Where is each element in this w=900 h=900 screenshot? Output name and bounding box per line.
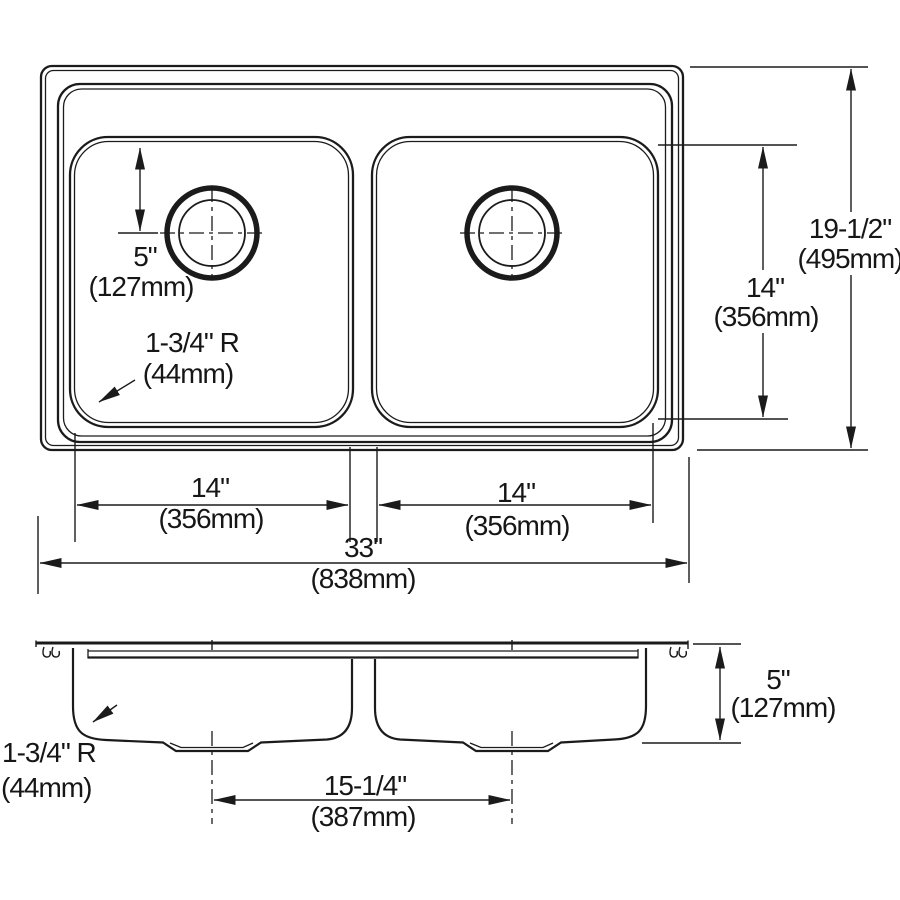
- radius-label-mm: (44mm): [143, 358, 233, 389]
- left-drain-icon: [160, 185, 264, 281]
- dim-overall-depth: 19-1/2" (495mm): [690, 66, 900, 451]
- leader-arrow: [98, 379, 136, 403]
- right-bowl-profile: [373, 648, 648, 753]
- dim-label-mm: (495mm): [797, 243, 900, 274]
- dim-label-in: 14": [497, 477, 535, 508]
- dim-label-mm: (838mm): [310, 563, 415, 594]
- deck-inner-edge: [56, 82, 674, 444]
- callout-bowl-corner-radius: 1-3/4" R (44mm): [98, 327, 240, 403]
- top-view: 5" (127mm) 1-3/4" R (44mm) 14" (356mm) 1…: [37, 64, 900, 594]
- side-view: 15-1/4" (387mm) 5" (127mm) 1-3/4" R (44m…: [1, 640, 837, 832]
- dim-drain-center-spacing: 15-1/4" (387mm): [213, 770, 511, 832]
- right-bowl-inner-line: [375, 140, 655, 424]
- radius-label-mm: (44mm): [1, 772, 91, 803]
- dim-faucet-offset: 5" (127mm): [88, 147, 195, 302]
- right-drain-recess-inner-line: [469, 742, 554, 749]
- mount-clip-icon: [42, 646, 52, 658]
- dim-bowl-depth: 5" (127mm): [642, 643, 837, 744]
- left-drain-recess-inner-line: [169, 742, 254, 749]
- mount-clip-icon: [669, 646, 679, 658]
- outer-rim-edge-inner-line: [44, 69, 680, 447]
- left-bowl-outline: [68, 135, 355, 429]
- dim-label-mm: (356mm): [713, 301, 818, 332]
- callout-bottom-corner-radius: 1-3/4" R (44mm): [1, 704, 118, 803]
- outer-rim-edge: [39, 64, 685, 452]
- right-drain-icon: [460, 185, 564, 281]
- dim-label-mm: (356mm): [464, 510, 569, 541]
- dim-label-in: 5": [133, 241, 157, 272]
- right-bowl-outline: [370, 135, 660, 429]
- dim-label-mm: (127mm): [88, 271, 193, 302]
- dim-label-mm: (127mm): [730, 692, 835, 723]
- dim-label-in: 5": [766, 664, 790, 695]
- radius-label-in: 1-3/4" R: [145, 327, 239, 358]
- dim-left-bowl-width: 14" (356mm): [74, 433, 351, 542]
- dim-label-in: 14": [746, 272, 784, 303]
- mount-clip-icon: [678, 646, 688, 658]
- dim-label-in: 15-1/4": [324, 770, 406, 801]
- radius-label-in: 1-3/4" R: [2, 737, 96, 768]
- dim-label-in: 33": [344, 532, 382, 563]
- leader-arrow: [92, 704, 118, 723]
- dim-label-in: 19-1/2": [809, 213, 891, 244]
- dim-label-mm: (387mm): [310, 801, 415, 832]
- dim-overall-length: 33" (838mm): [37, 457, 690, 594]
- dim-label-in: 14": [191, 472, 229, 503]
- left-bowl-inner-line: [73, 140, 350, 424]
- deck-inner-edge-inner-line: [62, 88, 667, 437]
- dim-right-bowl-width: 14" (356mm): [376, 423, 654, 542]
- dim-label-mm: (356mm): [158, 503, 263, 534]
- dim-bowl-front-to-back: 14" (356mm): [658, 144, 820, 420]
- mount-clip-icon: [51, 646, 61, 658]
